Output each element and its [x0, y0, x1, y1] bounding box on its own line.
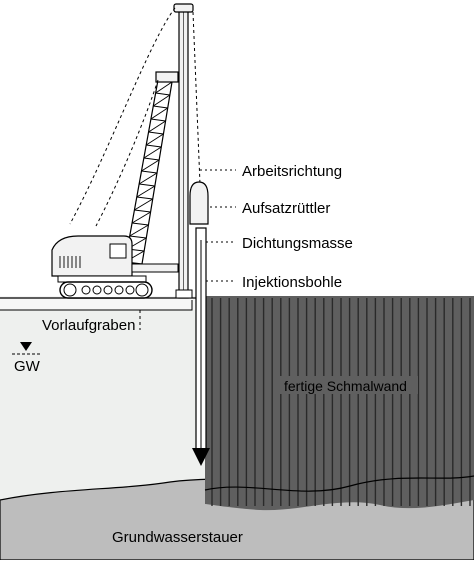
boom-connector-arm [131, 263, 179, 273]
track-wheel [92, 285, 102, 295]
track-wheel [63, 283, 77, 297]
boom-lattice-strut [150, 107, 168, 120]
boom-lattice-strut [143, 146, 162, 159]
trench-outline [0, 300, 193, 311]
wall-panel-lines [211, 298, 471, 506]
vibrator [189, 181, 209, 225]
track-wheels [63, 283, 149, 297]
label-aufsatzruettler: Aufsatzrüttler [242, 200, 330, 217]
track-wheel [114, 285, 124, 295]
boom-head-block [155, 71, 179, 83]
label-vorlaufgraben: Vorlaufgraben [42, 317, 135, 334]
label-dichtungsmasse: Dichtungsmasse [242, 235, 353, 252]
boom-lattice-strut [148, 120, 166, 133]
boom-lattice-strut [153, 94, 171, 107]
boom-lattice-strut [134, 209, 151, 213]
boom-lattice-strut [146, 144, 162, 148]
boom-lattice-strut [153, 105, 168, 109]
label-fertige-schmalwand: fertige Schmalwand [284, 378, 407, 394]
track-wheel [103, 285, 113, 295]
label-injektionsbohle: Injektionsbohle [242, 274, 342, 291]
cab-window [109, 243, 127, 259]
boom-lattice-strut [148, 131, 164, 135]
wall-label-band [280, 376, 418, 394]
boom-lattice-strut [141, 170, 158, 174]
boom-lattice-strut [136, 196, 153, 200]
boom-lattice-strut [131, 211, 151, 224]
boom-lattice-strut [145, 133, 164, 146]
boom-lattice-strut [150, 118, 166, 122]
boom-lattice-strut [155, 81, 173, 94]
boom-lattice-strut [132, 222, 149, 226]
track-wheel [81, 285, 91, 295]
rigging-cable-mast [192, 11, 201, 185]
track-wheel [125, 285, 135, 295]
boom-lattice-strut [141, 159, 160, 172]
boom-lattice-strut [136, 185, 156, 198]
track-wheel [135, 283, 149, 297]
boom-lattice [124, 79, 173, 263]
label-grundwasserstauer: Grundwasserstauer [112, 529, 243, 546]
mast-foot [175, 289, 193, 299]
turntable [57, 275, 147, 283]
boom-lattice-strut [139, 183, 155, 187]
boom-lattice-strut [155, 92, 170, 96]
label-gw: GW [14, 358, 41, 375]
mast-top-cap [173, 3, 194, 13]
boom-lattice-strut [129, 224, 149, 237]
cab-vents [59, 256, 81, 268]
boom-lattice-strut [129, 235, 147, 239]
boom-lattice-strut [143, 157, 160, 161]
label-arbeitsrichtung: Arbeitsrichtung [242, 163, 342, 180]
down-arrow-icon [192, 448, 210, 466]
wall-bottom-wave [204, 475, 474, 492]
rigging-cable-top [69, 7, 176, 225]
groundwater-level-icon [20, 342, 32, 351]
boom-lattice-strut [134, 198, 153, 211]
boom-lattice-strut [138, 172, 158, 185]
rigging-cable-boom [95, 79, 159, 227]
